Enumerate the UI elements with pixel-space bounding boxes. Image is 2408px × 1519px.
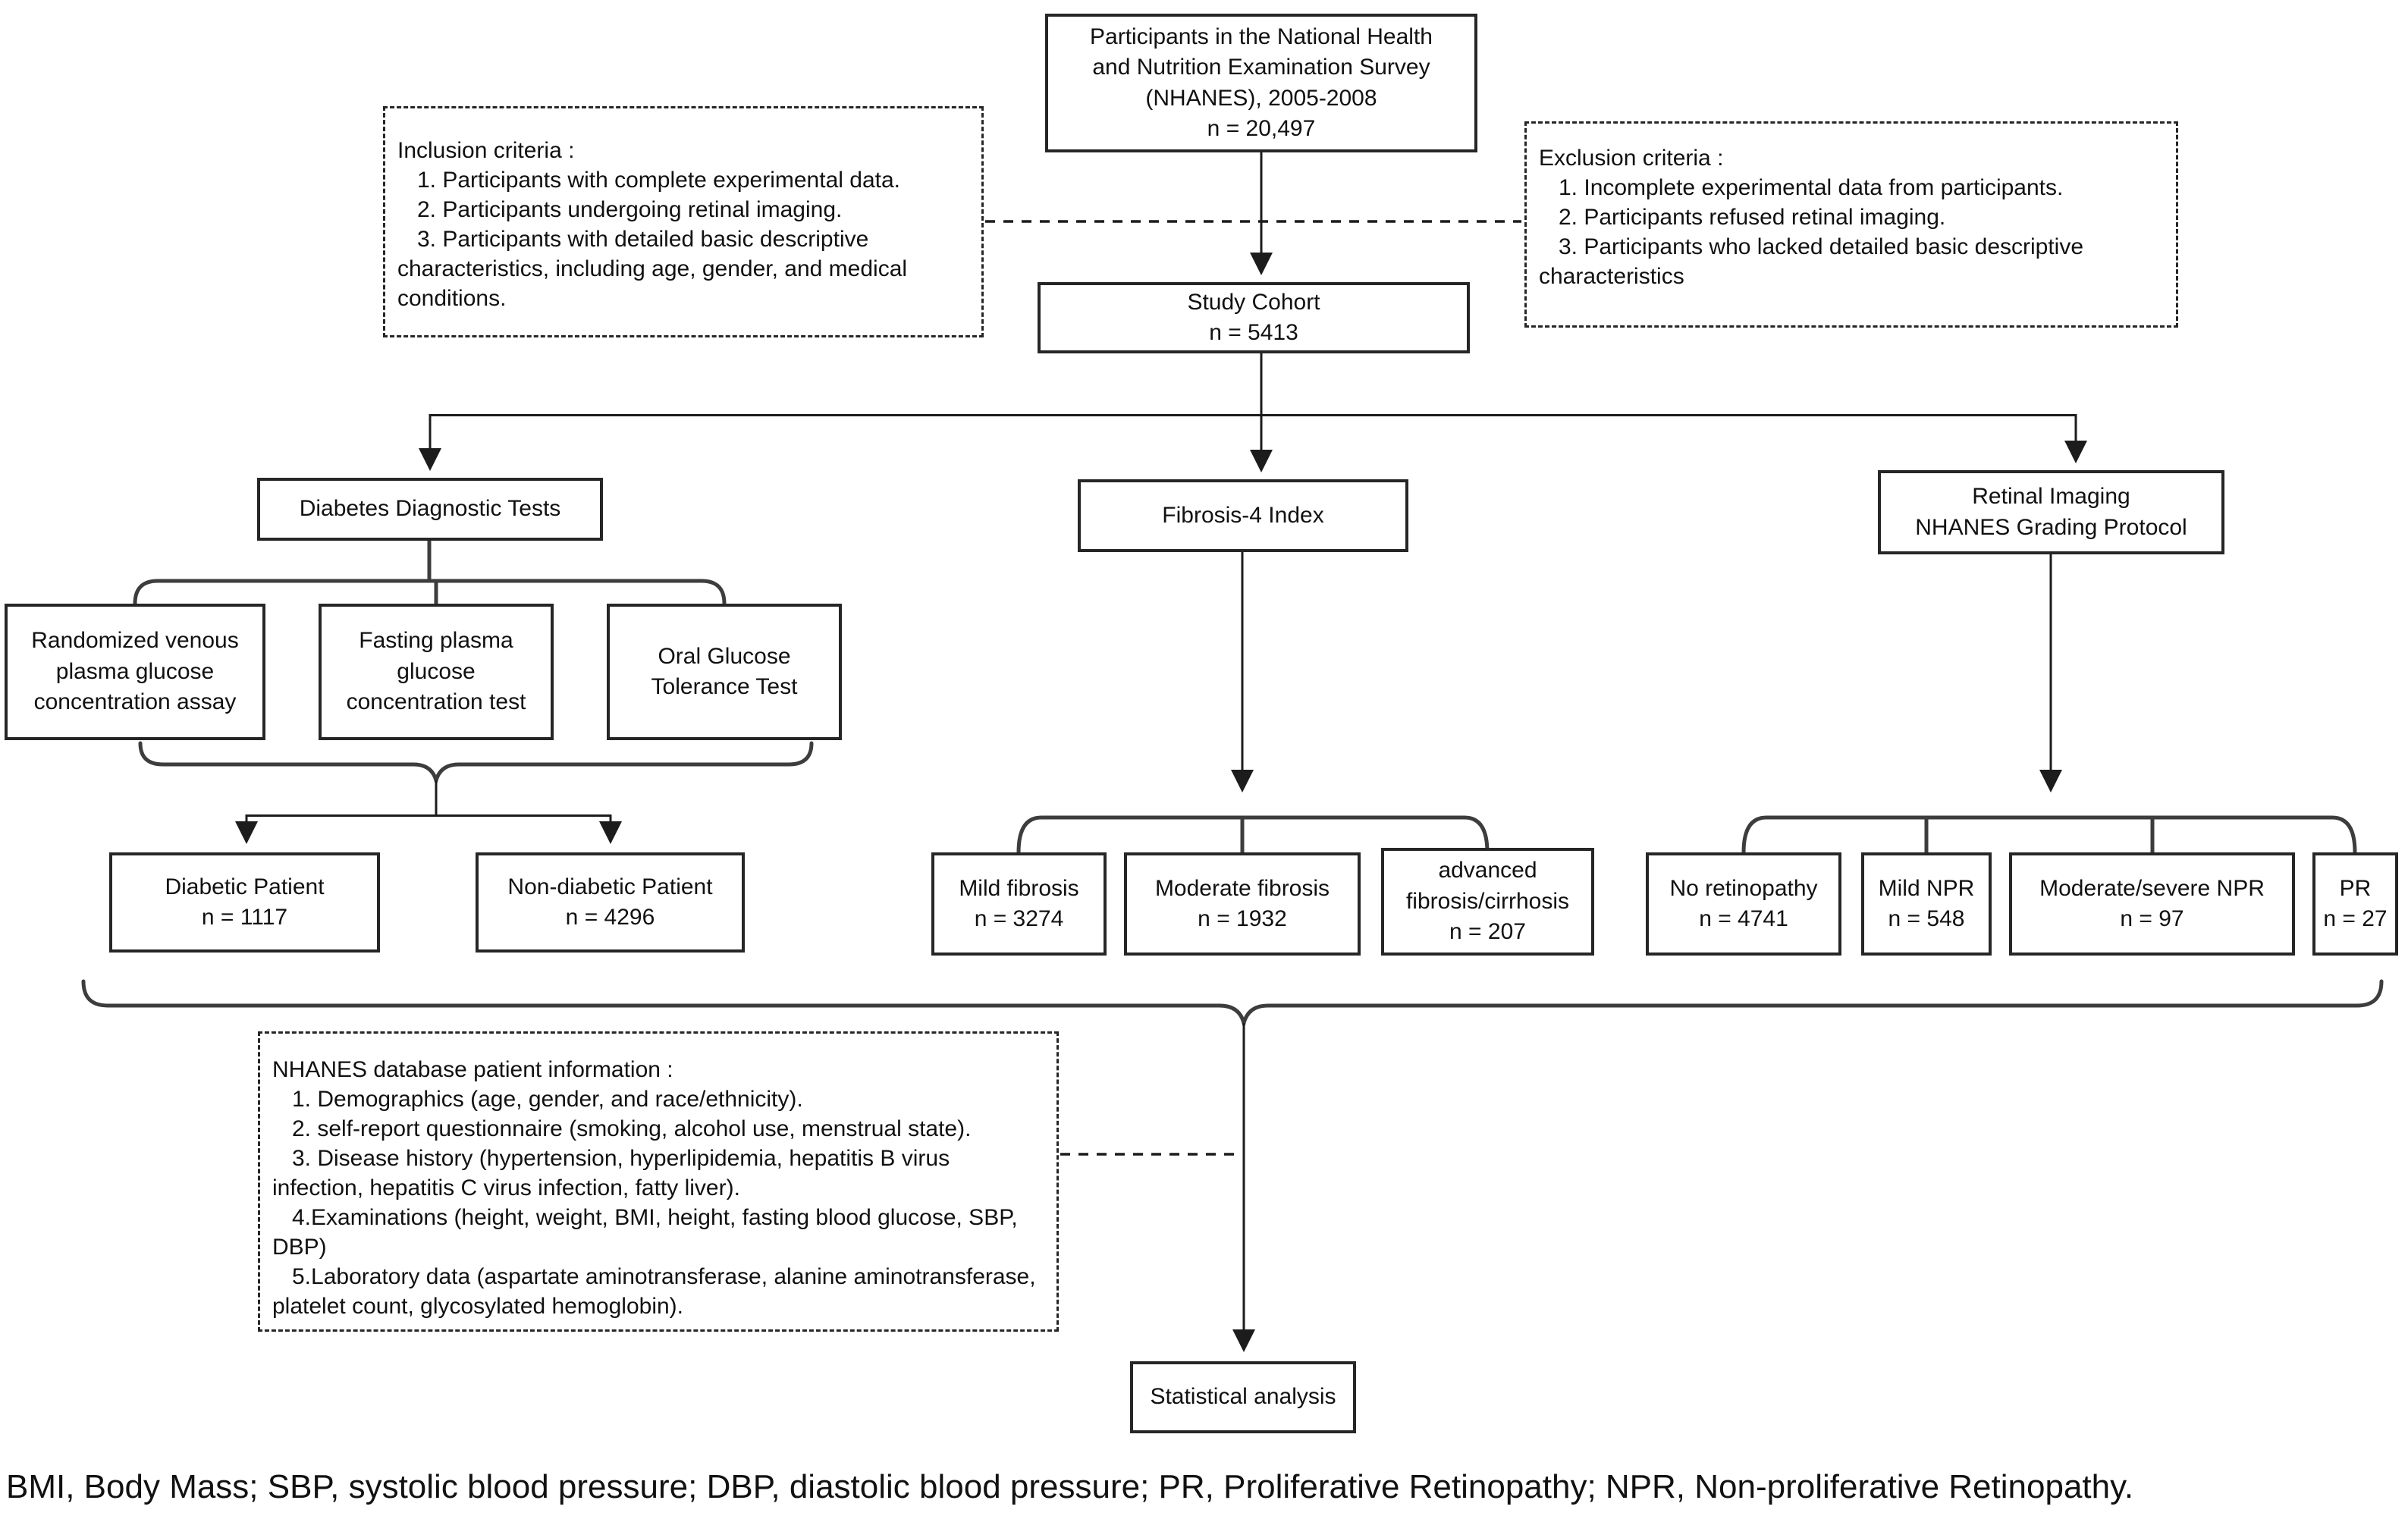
exclusion-criteria-item-3: 3. Participants who lacked detailed basi… (1539, 234, 2084, 289)
inclusion-criteria-title: Inclusion criteria : (397, 138, 575, 163)
abbreviations-caption: BMI, Body Mass; SBP, systolic blood pres… (6, 1468, 2134, 1505)
box-fibrosis-4-index: Fibrosis-4 Index (1078, 479, 1408, 552)
box-statistical-analysis: Statistical analysis (1130, 1361, 1356, 1433)
box-participants-nhanes: Participants in the National Health and … (1045, 14, 1477, 152)
inclusion-criteria-box: Inclusion criteria : 1. Participants wit… (383, 106, 984, 337)
box-advanced-fibrosis-cirrhosis: advanced fibrosis/cirrhosis n = 207 (1381, 848, 1594, 956)
nhanes-info-title: NHANES database patient information : (272, 1057, 673, 1082)
box-fasting-plasma-test: Fasting plasma glucose concentration tes… (319, 604, 554, 740)
bracket-retinal-split (1741, 815, 2357, 855)
box-mild-fibrosis: Mild fibrosis n = 3274 (931, 852, 1107, 956)
inclusion-criteria-item-2: 2. Participants undergoing retinal imagi… (417, 197, 843, 222)
nhanes-info-box: NHANES database patient information : 1.… (258, 1031, 1059, 1332)
exclusion-criteria-box: Exclusion criteria : 1. Incomplete exper… (1524, 121, 2178, 328)
box-diabetes-diagnostic-tests: Diabetes Diagnostic Tests (257, 478, 603, 541)
inclusion-criteria-item-3: 3. Participants with detailed basic desc… (397, 227, 908, 311)
box-mild-npr: Mild NPR n = 548 (1861, 852, 1992, 956)
box-diabetic-patient: Diabetic Patient n = 1117 (109, 852, 380, 953)
nhanes-info-item-3: 3. Disease history (hypertension, hyperl… (272, 1146, 950, 1200)
brace-all-gather (81, 979, 2384, 1031)
box-retinal-imaging-protocol: Retinal Imaging NHANES Grading Protocol (1878, 470, 2224, 554)
box-oral-glucose-tolerance-test: Oral Glucose Tolerance Test (607, 604, 842, 740)
exclusion-criteria-title: Exclusion criteria : (1539, 146, 1724, 171)
brace-tests-gather (138, 741, 814, 788)
box-pr: PR n = 27 (2312, 852, 2398, 956)
box-moderate-fibrosis: Moderate fibrosis n = 1932 (1124, 852, 1361, 956)
bracket-diabetes-split (133, 579, 727, 606)
nhanes-info-item-1: 1. Demographics (age, gender, and race/e… (292, 1087, 803, 1112)
exclusion-criteria-item-2: 2. Participants refused retinal imaging. (1559, 205, 1946, 230)
box-no-retinopathy: No retinopathy n = 4741 (1646, 852, 1841, 956)
nhanes-info-item-5: 5.Laboratory data (aspartate aminotransf… (272, 1264, 1036, 1319)
box-study-cohort: Study Cohort n = 5413 (1038, 282, 1470, 353)
nhanes-info-item-2: 2. self-report questionnaire (smoking, a… (292, 1116, 972, 1141)
inclusion-criteria-item-1: 1. Participants with complete experiment… (417, 168, 900, 193)
box-moderate-severe-npr: Moderate/severe NPR n = 97 (2009, 852, 2295, 956)
exclusion-criteria-item-1: 1. Incomplete experimental data from par… (1559, 175, 2064, 200)
box-non-diabetic-patient: Non-diabetic Patient n = 4296 (476, 852, 745, 953)
box-randomized-venous-assay: Randomized venous plasma glucose concent… (5, 604, 265, 740)
nhanes-info-item-4: 4.Examinations (height, weight, BMI, hei… (272, 1205, 1018, 1260)
bracket-fibrosis-split (1016, 815, 1490, 855)
